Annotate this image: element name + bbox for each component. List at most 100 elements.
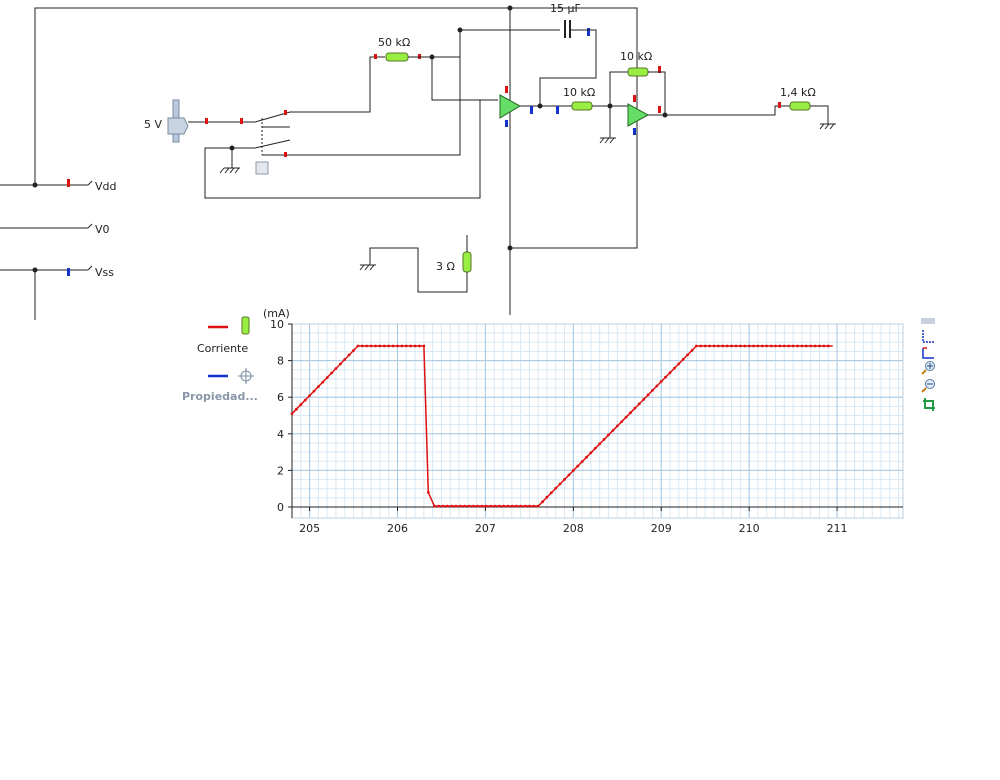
zoom-out-icon[interactable]: [921, 379, 935, 393]
legend[interactable]: Corriente Propiedad...: [182, 316, 258, 403]
series-point: [787, 344, 791, 348]
series-point: [576, 464, 580, 468]
resistor-3ohm[interactable]: [462, 251, 472, 273]
series-point: [554, 486, 558, 490]
vdd-wire: [34, 7, 638, 249]
x-tick-label: 209: [651, 522, 672, 535]
series-point: [826, 344, 830, 348]
series-point: [523, 504, 527, 508]
series-point: [433, 504, 436, 508]
series-point: [334, 367, 338, 370]
series-point: [813, 344, 817, 348]
series-point: [409, 344, 413, 348]
r14-label: 1,4 kΩ: [780, 86, 816, 99]
series-point: [330, 371, 333, 375]
series-point: [615, 424, 619, 428]
x-tick-label: 208: [563, 522, 584, 535]
series-point: [321, 380, 325, 384]
series-point: [611, 429, 615, 432]
v0-label: V0: [95, 223, 110, 236]
series-point: [624, 415, 628, 419]
series-point: [374, 344, 377, 348]
series-point: [400, 344, 404, 348]
x-tick-label: 205: [299, 522, 320, 535]
crop-icon[interactable]: [923, 398, 935, 411]
series-point: [356, 344, 360, 348]
series-point: [317, 385, 320, 388]
series-point: [563, 478, 566, 481]
series-point: [382, 344, 386, 348]
series-point: [673, 366, 676, 370]
y-tick-label: 6: [277, 391, 284, 404]
power-rails: [0, 179, 93, 276]
series-point: [459, 504, 462, 508]
series-point: [734, 344, 738, 348]
series-point: [413, 344, 417, 348]
chart-grid: [291, 323, 903, 518]
series-point: [774, 344, 777, 348]
r10b-label: 10 kΩ: [620, 50, 652, 63]
resistor-10k-a[interactable]: [571, 101, 593, 111]
series-point: [471, 504, 475, 508]
opamp-1[interactable]: [499, 86, 522, 127]
series-point: [378, 344, 382, 348]
series-point: [730, 344, 733, 348]
series-point: [343, 358, 347, 361]
ground-symbol-3: [819, 123, 836, 130]
r10a-label: 10 kΩ: [563, 86, 595, 99]
series-point: [778, 344, 782, 348]
legend-property-label[interactable]: Propiedad...: [182, 390, 258, 403]
opamp-2[interactable]: [627, 95, 661, 135]
series-point: [655, 384, 659, 388]
r50-label: 50 kΩ: [378, 36, 410, 49]
cursor-corner-icon[interactable]: [922, 330, 934, 343]
series-point: [506, 504, 510, 508]
series-point: [396, 344, 399, 348]
series-point: [515, 504, 518, 508]
series-point: [629, 411, 632, 415]
capacitor-15uf[interactable]: [564, 20, 590, 38]
series-point: [791, 344, 795, 348]
series-point: [437, 504, 441, 508]
voltage-source-5v[interactable]: [167, 99, 189, 143]
circuit-schematic: Vdd V0 Vss 5 V 50 kΩ: [0, 2, 836, 320]
series-point: [769, 344, 773, 348]
ground-symbol-2: [599, 137, 616, 144]
series-point: [695, 344, 698, 348]
series-point: [721, 344, 725, 348]
series-point: [782, 344, 786, 348]
series-point: [633, 406, 637, 410]
series-point: [295, 407, 298, 411]
series-point: [668, 371, 672, 375]
series-point: [502, 504, 505, 508]
switch[interactable]: [254, 110, 291, 175]
series-point: [642, 397, 646, 401]
series-point: [450, 504, 454, 508]
series-point: [818, 344, 821, 348]
x-tick-label: 206: [387, 522, 408, 535]
series-point: [536, 504, 540, 508]
series-point: [651, 389, 654, 392]
resistor-10k-b[interactable]: [627, 66, 661, 77]
series-point: [690, 349, 694, 352]
hatch-icon[interactable]: [921, 318, 935, 324]
series-point: [369, 344, 373, 348]
y-tick-label: 10: [270, 318, 284, 331]
series-point: [467, 504, 471, 508]
series-point: [493, 504, 497, 508]
series-point: [607, 433, 610, 437]
y-tick-label: 8: [277, 355, 284, 368]
y-tick-label: 2: [277, 464, 284, 477]
series-point: [800, 344, 804, 348]
series-point: [325, 376, 329, 379]
series-point: [558, 482, 562, 486]
cursor-corner-red-icon[interactable]: [922, 347, 934, 359]
series-point: [549, 491, 553, 495]
series-point: [441, 504, 445, 508]
series-point: [796, 344, 799, 348]
series-point: [418, 344, 421, 348]
zoom-in-icon[interactable]: [921, 361, 935, 375]
series-point: [677, 362, 681, 366]
